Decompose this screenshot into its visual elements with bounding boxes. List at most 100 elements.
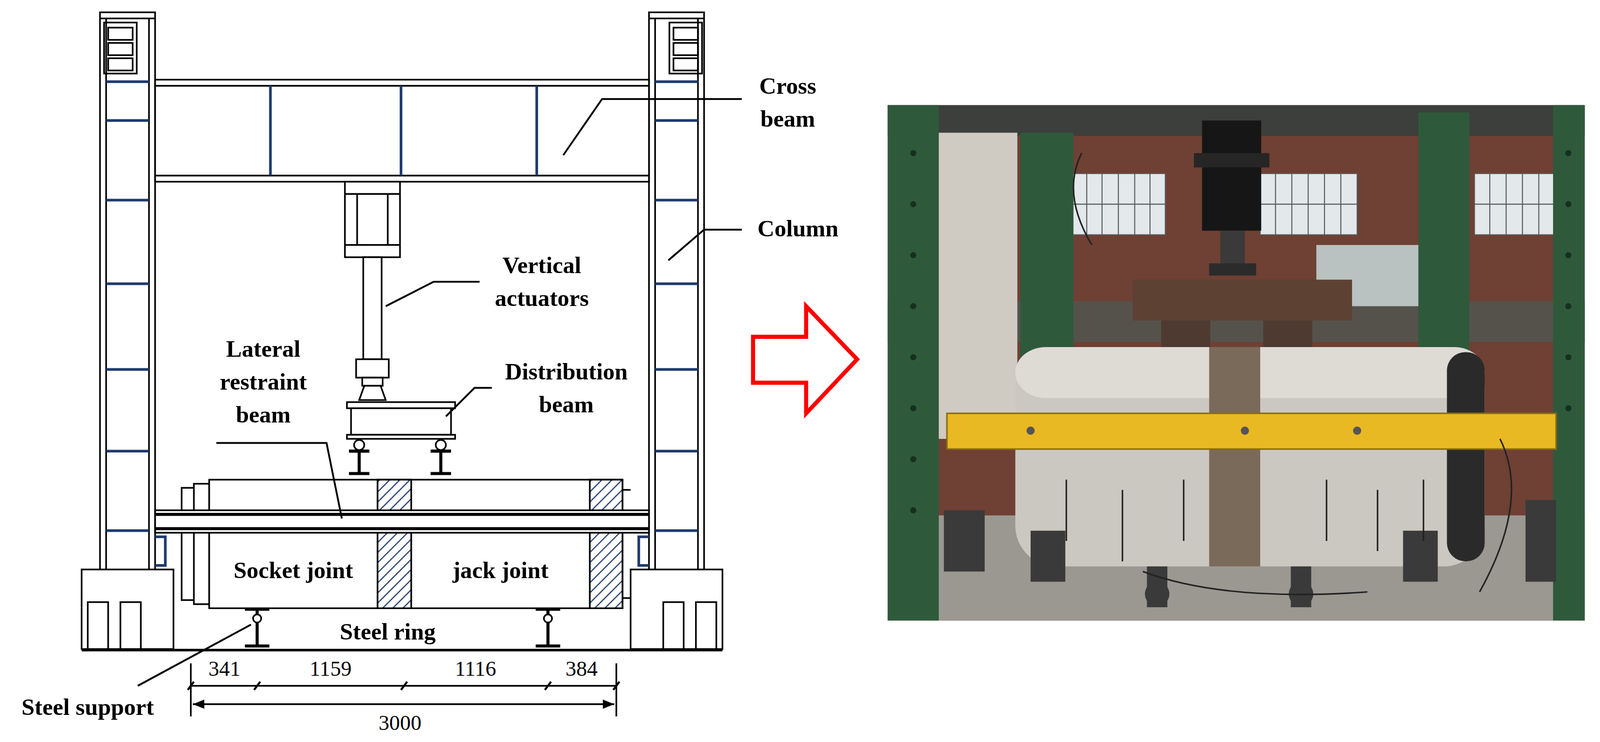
blue-stiffeners-part [106,119,150,122]
dimension-value: 1159 [309,654,352,684]
blue-stiffeners-part [654,529,699,532]
blue-stiffeners-part [106,529,150,532]
leader-lines-part [137,624,251,686]
lab-photo-part-part [910,303,917,310]
dimension-lines [187,663,620,717]
lab-photo-part [1161,320,1210,350]
lab-photo-part-part [1565,405,1572,412]
lab-photo-part-part [1565,303,1572,310]
distribution-beam [347,402,456,474]
part-label: Steel support [21,690,155,724]
loading-frame-part [649,17,705,19]
actuator-part [356,193,358,246]
lab-photo-part-part [1525,500,1557,582]
lab-photo-part-part [910,201,917,208]
pipe-segment: Socket joint [209,532,378,609]
lab-photo-part [944,500,1557,608]
joint-label: Socket joint [233,556,353,584]
loading-frame-part [673,58,699,71]
blue-stiffeners-part [654,368,699,371]
leader-lines-part [668,229,742,261]
leader-lines [137,99,742,686]
dimension-lines-part [192,703,615,705]
base-and-supports-part [696,602,717,650]
blue-stiffeners-part [654,198,699,202]
blue-stiffeners-part [654,80,699,83]
lab-photo-part [1071,173,1562,235]
part-label: Steel ring [339,615,436,649]
lab-photo-part [1446,351,1485,562]
dimension-value: 384 [565,654,598,684]
loading-frame-part [148,18,150,650]
actuator-part [356,359,390,378]
part-label: Distribution beam [505,355,628,422]
lab-photo-part-part [910,507,917,514]
blue-stiffeners-part [535,85,539,176]
pipe-specimen [181,479,631,609]
loading-frame-part [649,12,705,649]
loading-frame-part [673,27,699,40]
part-label: Lateral restraint beam [219,332,307,432]
lab-photo-part [1066,153,1512,595]
loading-frame-part [654,18,656,650]
base-and-supports-part [630,569,723,650]
actuator [345,181,401,401]
lab-photo-part [1132,279,1353,321]
distribution-beam-part [347,402,456,409]
part-label: Column [757,212,839,246]
blue-stiffeners-part [399,85,403,176]
lab-photo-part-part [1553,105,1585,621]
blue-stiffeners-part [654,449,699,452]
lab-photo-part-part [910,149,917,157]
part-label: Vertical actuators [494,248,589,315]
actuator-part [345,181,401,258]
loading-frame-part [105,18,107,650]
base-and-supports-part [87,602,109,650]
lab-photo-part-part [944,510,985,572]
leader-lines-part [563,99,742,156]
lab-photo-part [1026,426,1035,436]
loading-frame-part [108,27,133,40]
loading-frame-part [155,79,650,182]
lab-photo-part-part [910,354,917,361]
lateral-restraint-beam-part [155,526,650,530]
lab-photo-part [1263,320,1312,350]
actuator-part [359,385,386,401]
loading-frame-part [108,43,133,56]
joint-label: jack joint [452,556,549,584]
lab-photo-part-part [1565,354,1572,361]
distribution-beam-part [350,408,451,436]
lab-photo-part-part [910,252,917,259]
actuator-part [345,244,401,246]
base-and-supports-part [543,614,553,623]
lateral-restraint-beam-part [155,512,650,516]
blue-stiffeners-part [654,282,699,285]
red-arrow [753,305,858,414]
lateral-restraint-beam [155,510,650,533]
blue-stiffeners-part [106,80,150,83]
pipe-specimen-part [193,483,210,605]
lab-photo-part [1208,347,1261,567]
base-and-supports-part [81,569,174,650]
lab-photo-part [946,413,1557,450]
dimension-lines-part [615,663,617,717]
lab-photo-part-part [1403,530,1439,582]
blue-stiffeners-part [106,368,150,371]
lab-photo-part-part [1073,153,1512,595]
lab-photo-part [1240,426,1250,436]
blue-stiffeners-part [269,85,272,176]
loading-frame-part [103,22,137,74]
lab-photo-part-part [1071,173,1562,235]
lab-photo-part-part [1565,252,1572,259]
pipe-specimen-part [377,479,412,609]
base-and-supports-part [245,609,270,646]
lab-photo-part-part [910,405,917,412]
dimension-lines-part [189,663,192,717]
leader-lines-part [385,281,480,307]
lab-photo-part-part [1565,149,1572,157]
lab-photo-part-part [887,105,940,621]
blue-stiffeners-part [654,119,699,122]
pipe-specimen-part [209,479,623,609]
lab-photo-part-part [1565,201,1572,208]
